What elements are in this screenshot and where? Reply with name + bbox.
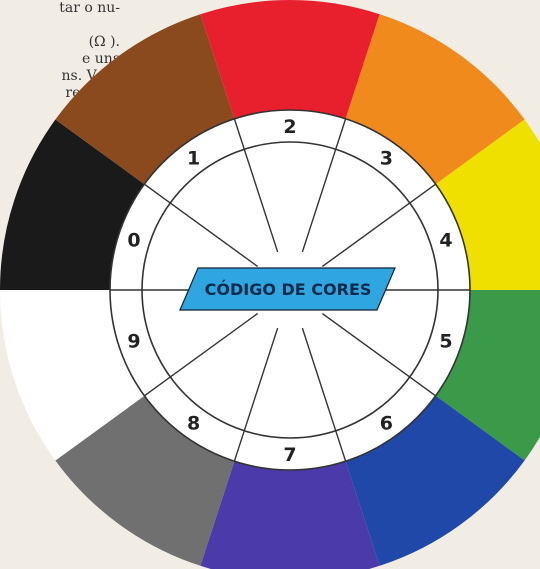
digit-label-7: 7 [283,444,296,466]
digit-label-4: 4 [439,229,452,251]
digit-label-3: 3 [380,147,393,169]
digit-label-5: 5 [439,331,452,353]
digit-label-0: 0 [127,229,140,251]
wheel-title: CÓDIGO DE CORES [205,280,372,299]
digit-label-6: 6 [380,413,393,435]
digit-label-8: 8 [187,413,200,435]
digit-label-9: 9 [127,331,140,353]
digit-label-2: 2 [283,116,296,138]
digit-label-1: 1 [187,147,200,169]
